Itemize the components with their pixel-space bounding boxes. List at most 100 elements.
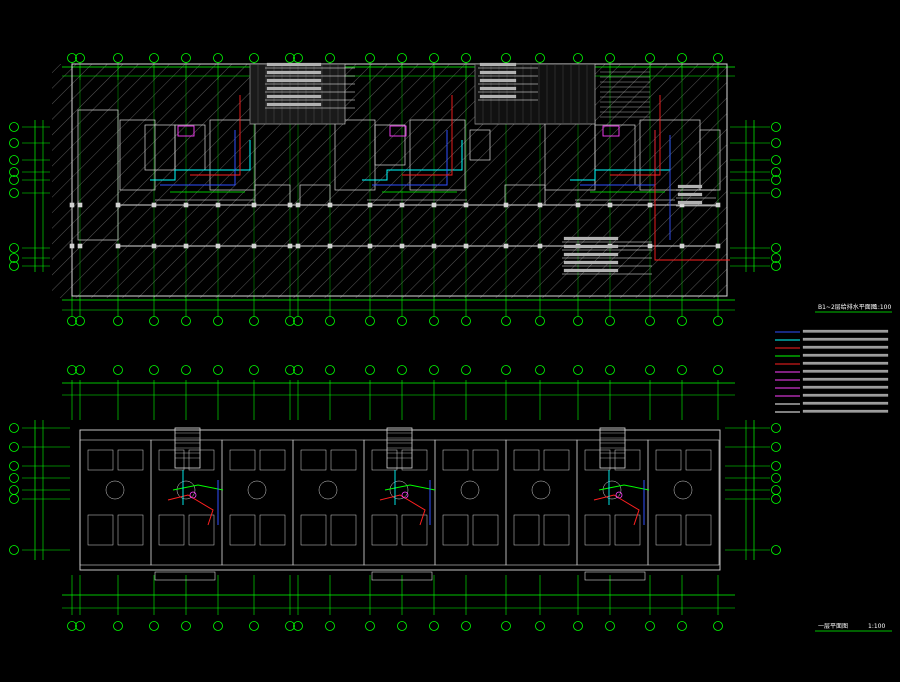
column [647, 202, 653, 208]
room-outline [513, 449, 540, 471]
room-outline [209, 119, 256, 191]
fire-main [654, 130, 730, 261]
bottom-axis-bubble [397, 621, 407, 631]
room-outline [442, 449, 469, 471]
right-row-bubble [771, 485, 781, 495]
top-axis-bubble [713, 365, 723, 375]
right-row-bubble [771, 253, 781, 263]
column [327, 243, 333, 249]
top-axis-bubble [213, 53, 223, 63]
bottom-axis-bubble [149, 316, 159, 326]
bottom-axis-bubble [75, 621, 85, 631]
column [647, 243, 653, 249]
right-row-bubble [771, 138, 781, 148]
room-outline [330, 514, 357, 546]
fixture-outline [389, 480, 409, 500]
bottom-axis-bubble [501, 316, 511, 326]
top-axis-bubble [429, 53, 439, 63]
column [295, 202, 301, 208]
bottom-axis-bubble [605, 316, 615, 326]
column [399, 243, 405, 249]
lower-plan-scale: 1:100 [868, 623, 885, 630]
left-row-bubble [9, 175, 19, 185]
right-row-bubble [771, 461, 781, 471]
room-outline [685, 449, 712, 471]
column [151, 243, 157, 249]
upper-floor-plan: B1~2层给排水平面图 1:100 [9, 53, 892, 326]
fixture-outline [602, 480, 622, 500]
legend-text-placeholder [802, 329, 889, 333]
right-row-bubble [771, 167, 781, 177]
top-axis-bubble [67, 53, 77, 63]
top-axis-bubble [645, 365, 655, 375]
room-outline [401, 449, 428, 471]
room-outline [188, 514, 215, 546]
column [679, 243, 685, 249]
room-outline [543, 514, 570, 546]
top-axis-bubble [325, 53, 335, 63]
left-row-bubble [9, 243, 19, 253]
apartment-unit [363, 439, 436, 566]
room-outline [401, 514, 428, 546]
column [251, 243, 257, 249]
room-outline [472, 514, 499, 546]
bottom-axis-bubble [461, 316, 471, 326]
bottom-axis-bubble [461, 621, 471, 631]
top-axis-bubble [429, 365, 439, 375]
fixture-outline [673, 480, 693, 500]
annotation-text-placeholder [563, 268, 619, 273]
top-axis-bubble [365, 365, 375, 375]
top-axis-bubble [149, 365, 159, 375]
left-row-bubble [9, 138, 19, 148]
annotation-text-placeholder [563, 252, 619, 257]
room-outline [584, 449, 611, 471]
bottom-axis-bubble [67, 316, 77, 326]
upper-plan-pipe-runs [150, 95, 730, 261]
top-axis-bubble [181, 53, 191, 63]
column [287, 243, 293, 249]
top-axis-bubble [501, 365, 511, 375]
bottom-axis-bubble [113, 621, 123, 631]
bottom-axis-bubble [645, 316, 655, 326]
left-row-bubble [9, 494, 19, 504]
fire-pipe [379, 494, 426, 526]
bottom-axis-bubble [677, 316, 687, 326]
cold-water-pipe [150, 140, 251, 181]
entrance-canopy [154, 571, 216, 581]
room-outline [299, 184, 331, 206]
bottom-axis-bubble [429, 316, 439, 326]
room-outline [188, 449, 215, 471]
column [431, 243, 437, 249]
room-outline [543, 449, 570, 471]
outer-wall [71, 63, 728, 297]
room-outline [374, 124, 406, 166]
right-row-bubble [771, 494, 781, 504]
top-axis-bubble [677, 365, 687, 375]
annotation-text-placeholder [266, 78, 322, 83]
left-row-bubble [9, 261, 19, 271]
room-outline [158, 514, 185, 546]
bottom-axis-bubble [249, 316, 259, 326]
top-axis-bubble [677, 53, 687, 63]
room-outline [77, 109, 119, 241]
legend-text-placeholder [802, 385, 889, 389]
bottom-axis-bubble [181, 621, 191, 631]
right-row-bubble [771, 243, 781, 253]
room-outline [371, 514, 398, 546]
upper-plan-title: B1~2层给排水平面图 [818, 303, 877, 311]
bottom-axis-bubble [573, 316, 583, 326]
annotation-text-placeholder [677, 184, 703, 189]
column [463, 243, 469, 249]
column [77, 243, 83, 249]
bottom-axis-bubble [213, 316, 223, 326]
left-row-bubble [9, 167, 19, 177]
room-outline [158, 449, 185, 471]
legend-text-placeholder [802, 361, 889, 365]
left-row-bubble [9, 253, 19, 263]
annotation-text-placeholder [563, 236, 619, 241]
top-axis-bubble [249, 53, 259, 63]
top-axis-bubble [67, 365, 77, 375]
top-axis-bubble [113, 53, 123, 63]
column [399, 202, 405, 208]
room-outline [409, 119, 466, 191]
